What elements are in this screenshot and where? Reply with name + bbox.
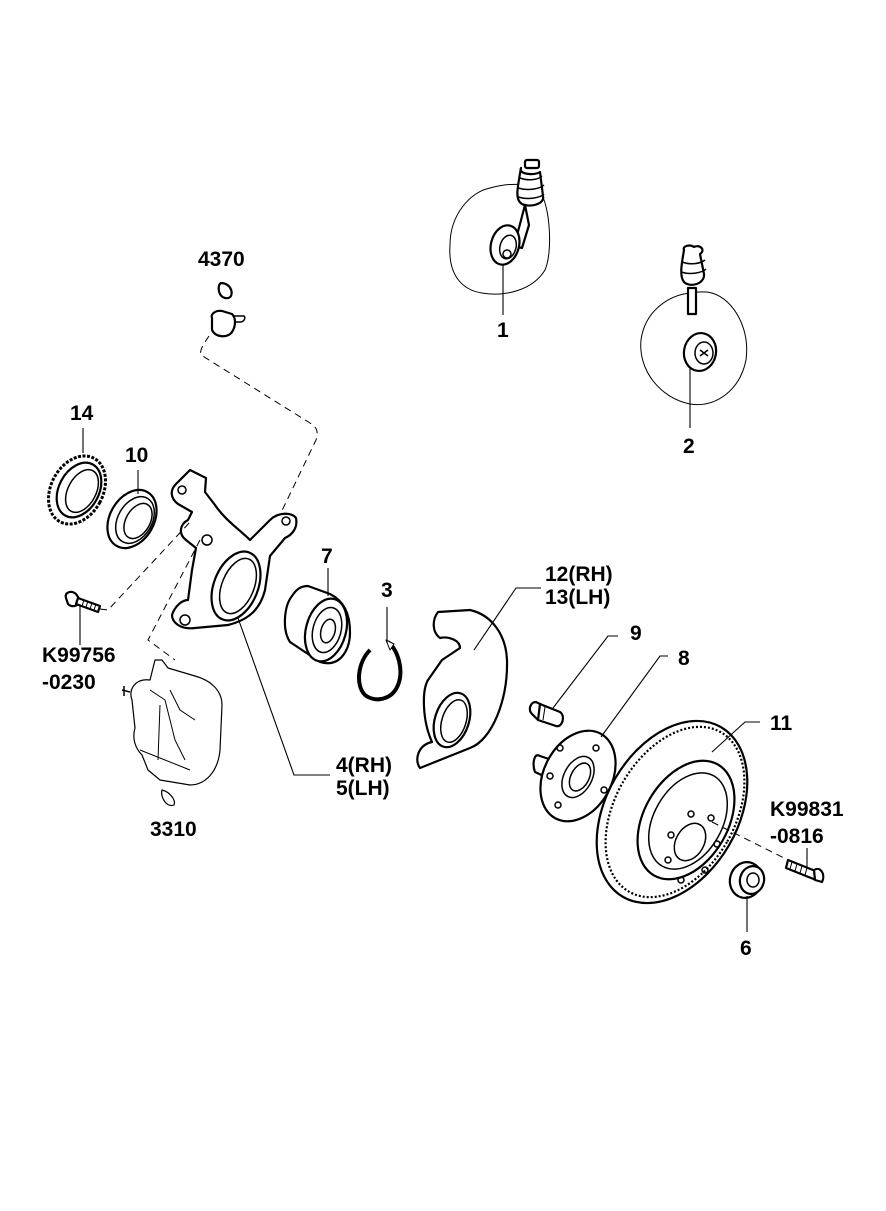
- callout-10: 10: [125, 444, 148, 467]
- callout-13-lh: 13(LH): [545, 586, 610, 609]
- abs-wheel-sensor: [200, 281, 318, 551]
- dust-cover: [416, 587, 541, 770]
- callout-8: 8: [678, 647, 690, 670]
- callout-0816: -0816: [770, 825, 824, 848]
- callout-0230: -0230: [42, 671, 96, 694]
- callout-4-rh: 4(RH): [336, 754, 392, 777]
- callout-3: 3: [381, 579, 393, 602]
- dust-seal: [106, 470, 158, 550]
- brake-disc: [595, 719, 760, 905]
- hub-nut: [728, 861, 766, 932]
- callout-5-lh: 5(LH): [336, 777, 390, 800]
- callout-labels: 1 2 3 4(RH) 5(LH) 6 7 8 9 10 11 12(RH) 1…: [42, 248, 844, 960]
- callout-9: 9: [630, 622, 642, 645]
- wheel-bearing: [283, 568, 352, 665]
- callout-2: 2: [683, 435, 695, 458]
- callout-6: 6: [740, 937, 752, 960]
- callout-4370: 4370: [198, 248, 245, 271]
- callout-12-rh: 12(RH): [545, 563, 613, 586]
- callout-7: 7: [321, 545, 333, 568]
- hub-bolt: [528, 635, 618, 728]
- snap-ring: [357, 607, 403, 702]
- strut-assembly-2: [640, 244, 748, 428]
- callout-k99756: K99756: [42, 644, 116, 667]
- callout-14: 14: [70, 402, 94, 425]
- abs-tone-wheel: [46, 428, 108, 526]
- brake-caliper: [121, 539, 223, 807]
- callout-k99831: K99831: [770, 798, 844, 821]
- callout-1: 1: [497, 319, 509, 342]
- callout-11: 11: [770, 712, 793, 735]
- strut-assembly-1: [449, 158, 551, 315]
- wheel-hub: [532, 655, 668, 823]
- disc-screw: [711, 821, 825, 884]
- steering-knuckle: [170, 468, 330, 776]
- callout-3310: 3310: [150, 818, 197, 841]
- knuckle-bolt: [64, 521, 191, 645]
